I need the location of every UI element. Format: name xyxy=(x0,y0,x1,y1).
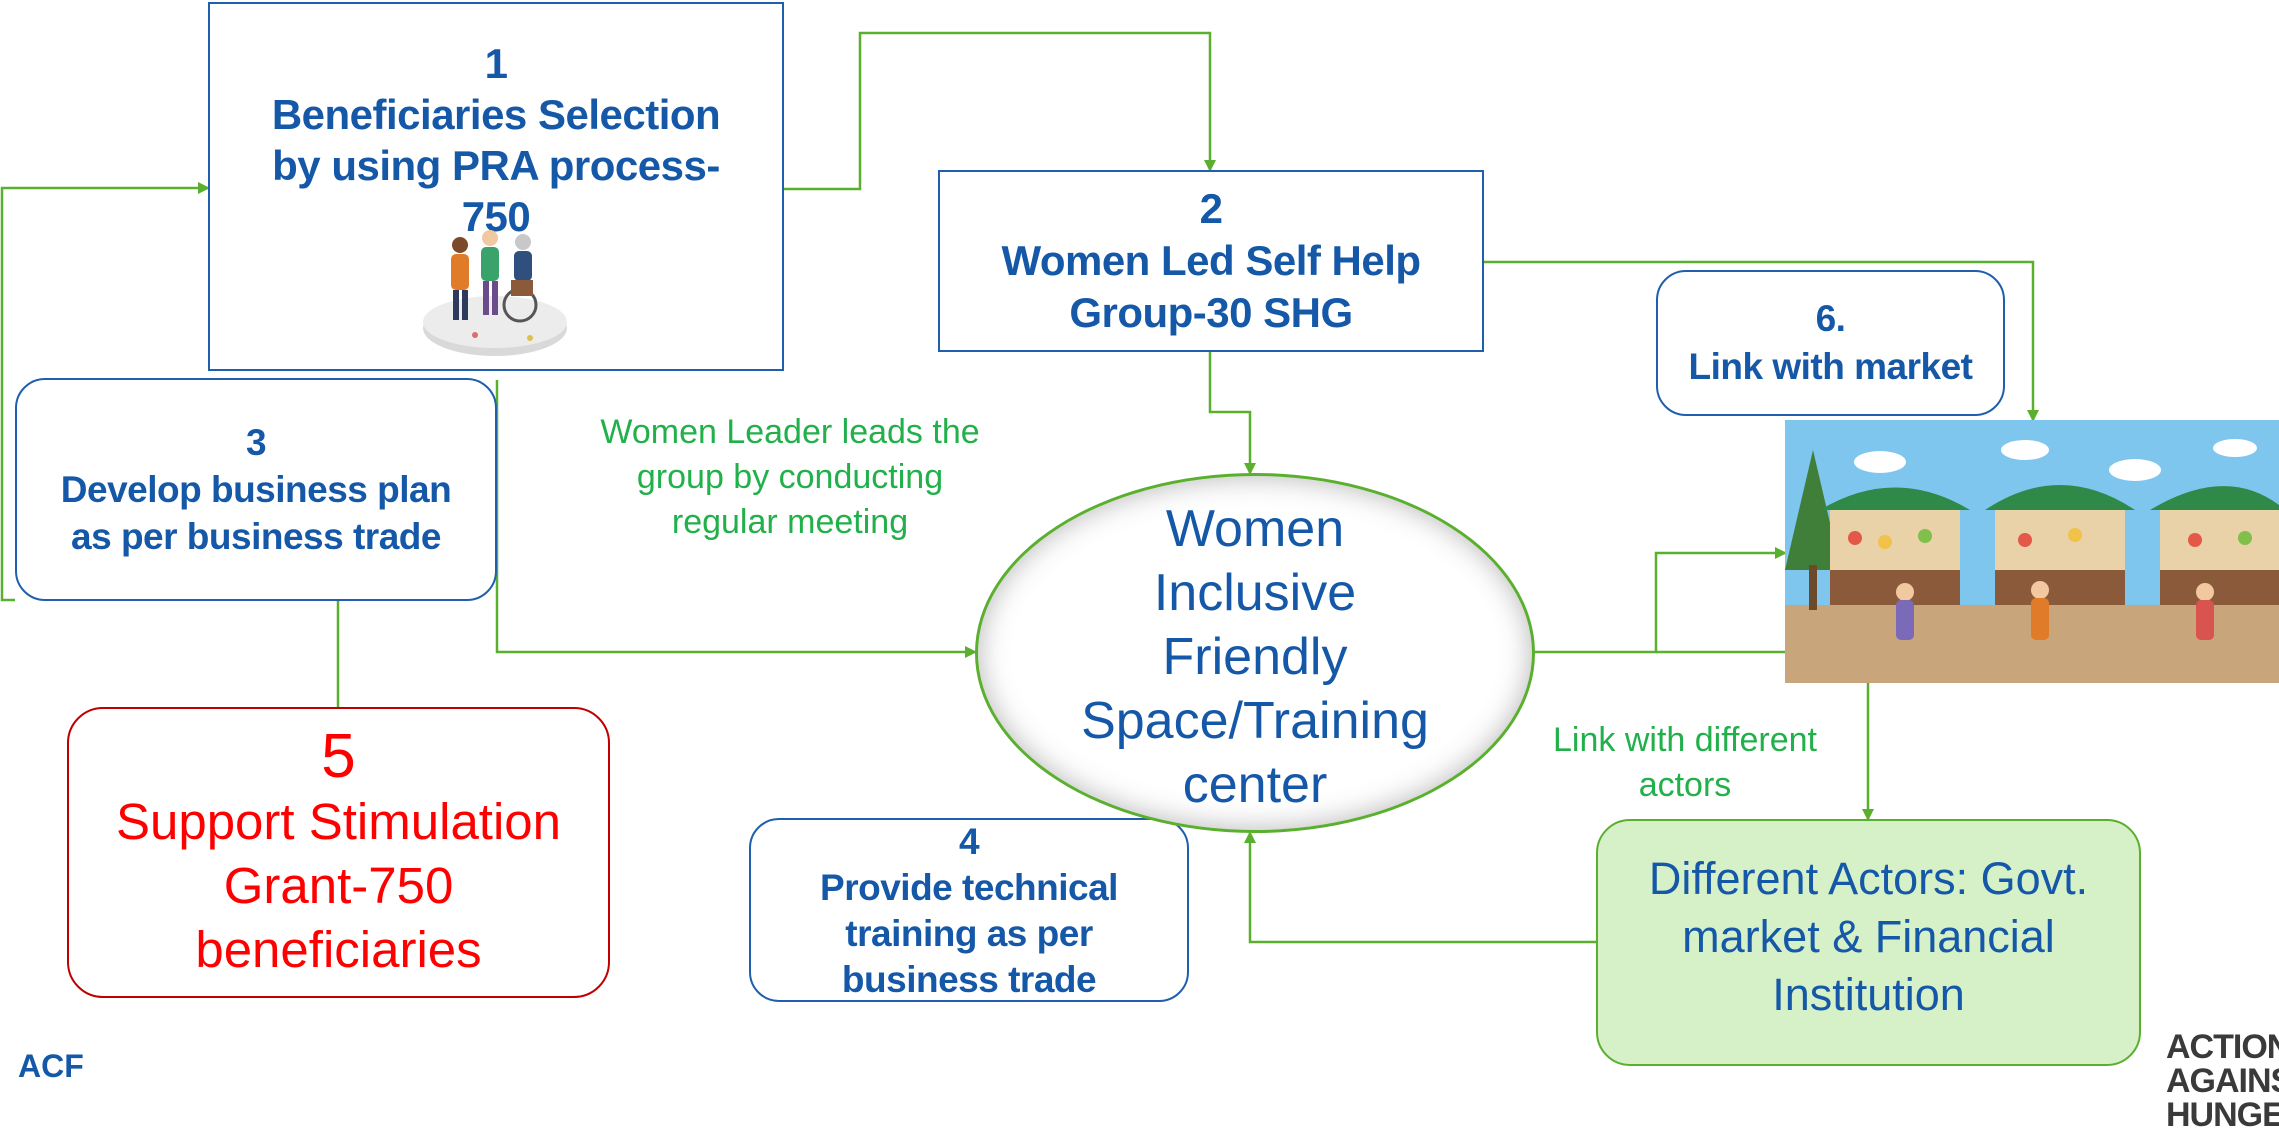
different-actors-box: Different Actors: Govt. market & Financi… xyxy=(1596,819,2141,1066)
arrow-2-to-center xyxy=(1208,352,1256,475)
different-actors-label: Different Actors: Govt. market & Financi… xyxy=(1648,852,2089,1020)
women-leader-note: Women Leader leads the group by conducti… xyxy=(600,413,980,541)
step-1-label: Beneficiaries Selection by using PRA pro… xyxy=(271,91,721,240)
people-group-illustration xyxy=(423,230,567,356)
action-against-hunger-logo: ACTION AGAINST HUNGER xyxy=(2166,1028,2279,1134)
arrow-1-to-2 xyxy=(784,31,1216,191)
step-5-label: Support Stimulation Grant-750 beneficiar… xyxy=(115,792,562,978)
step-3-label: Develop business plan as per business tr… xyxy=(60,469,452,557)
step-6-number: 6. xyxy=(1815,298,1846,339)
step-1-number: 1 xyxy=(484,40,508,87)
arrow-center-to-market xyxy=(1535,547,1787,654)
step-5-number: 5 xyxy=(321,721,356,791)
step-3-number: 3 xyxy=(245,422,267,463)
step-3-business-plan: 3 Develop business plan as per business … xyxy=(15,378,497,601)
step-6-label: Link with market xyxy=(1688,346,1973,387)
step-5-stimulation-grant: 5 Support Stimulation Grant-750 benefici… xyxy=(67,707,610,998)
step-6-link-with-market: 6. Link with market xyxy=(1656,270,2005,416)
step-2-label: Women Led Self Help Group-30 SHG xyxy=(1001,237,1421,336)
arrow-2-to-market xyxy=(1484,260,2039,422)
acf-logo: ACF xyxy=(18,1048,84,1084)
step-4-technical-training: 4 Provide technical training as per busi… xyxy=(749,818,1189,1002)
step-4-label: Provide technical training as per busine… xyxy=(820,867,1118,1000)
arrow-3-to-center xyxy=(495,380,977,658)
step-1-beneficiaries-selection: 1 Beneficiaries Selection by using PRA p… xyxy=(208,2,784,371)
arrow-actors-to-center xyxy=(1244,831,1596,944)
step-4-number: 4 xyxy=(958,821,980,862)
market-illustration xyxy=(1785,420,2279,683)
step-2-number: 2 xyxy=(1199,185,1223,232)
center-label: Women Inclusive Friendly Space/Training … xyxy=(1081,500,1429,814)
center-training-space: Women Inclusive Friendly Space/Training … xyxy=(975,473,1535,833)
arrow-3-to-1 xyxy=(0,182,210,602)
connector-lines xyxy=(0,31,2039,944)
link-actors-note: Link with different actors xyxy=(1553,721,1817,804)
step-2-self-help-group: 2 Women Led Self Help Group-30 SHG xyxy=(938,170,1484,352)
